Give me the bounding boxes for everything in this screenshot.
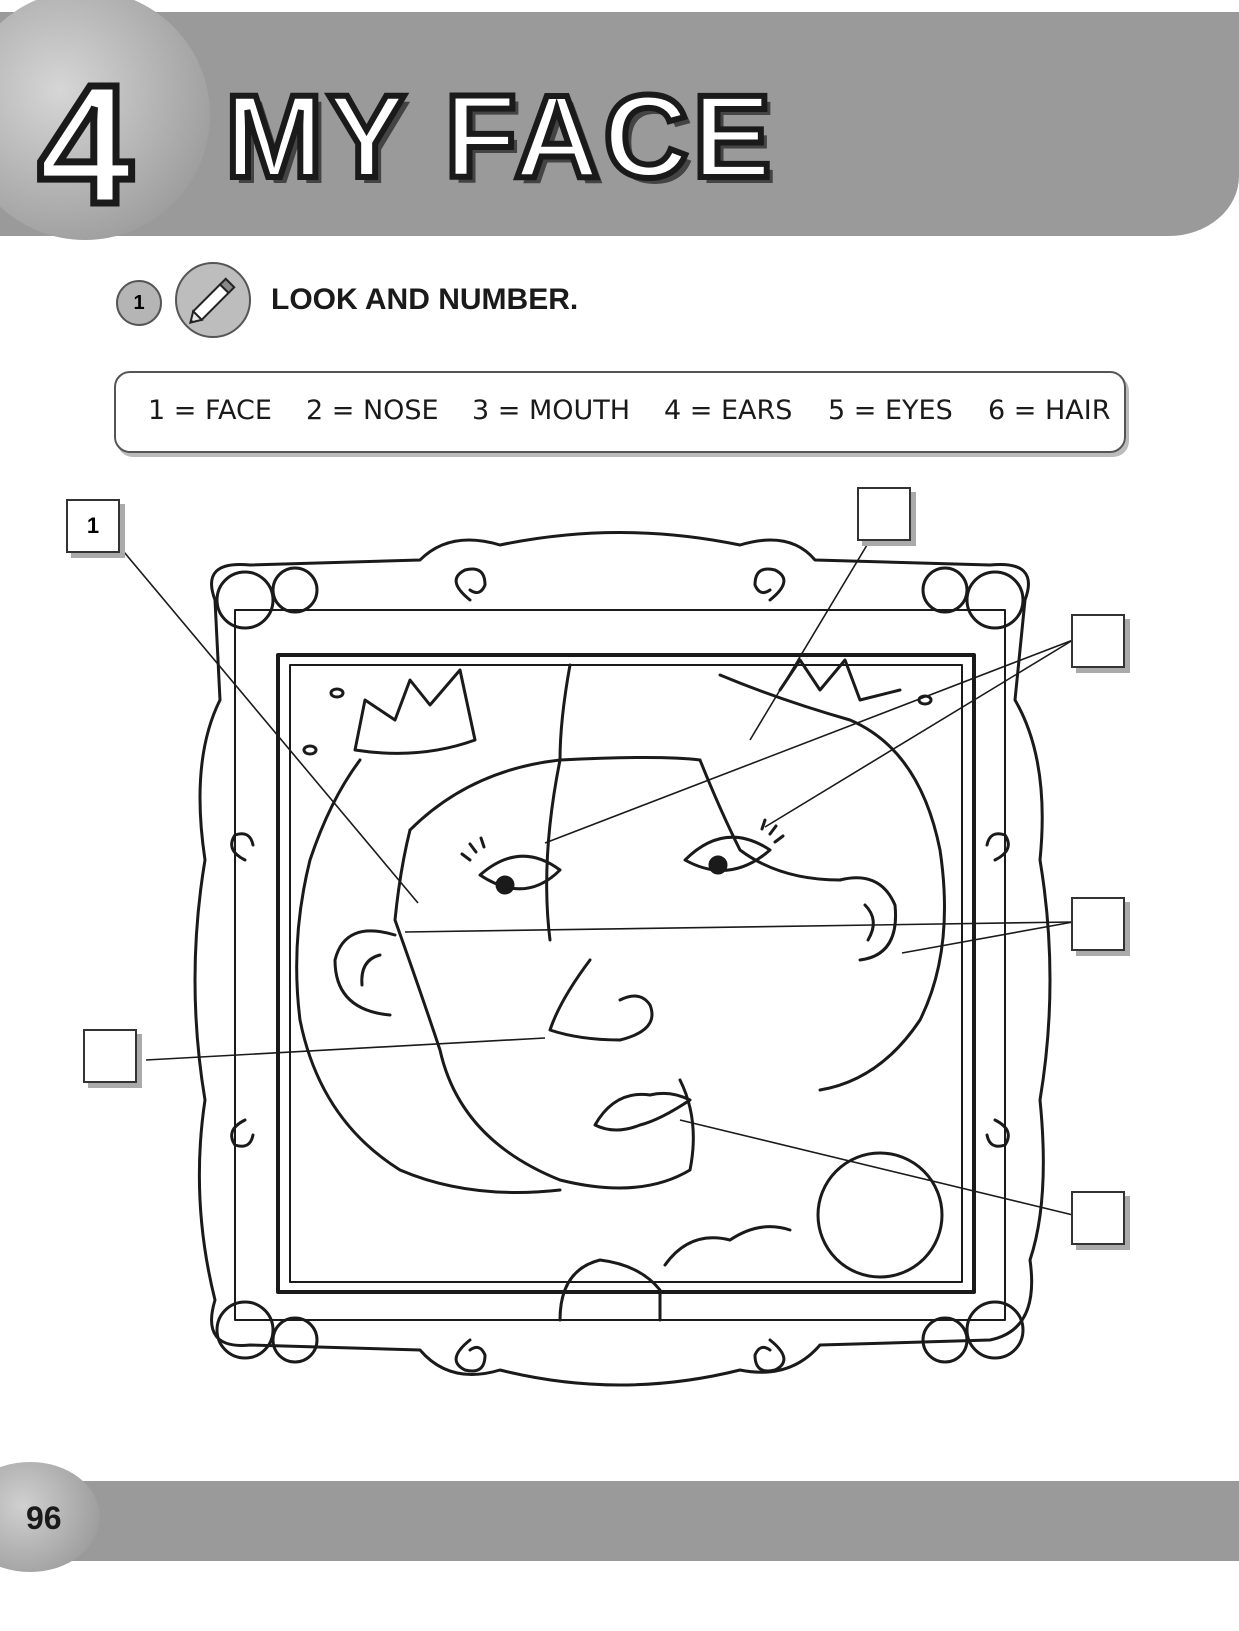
- answer-box-ears[interactable]: [1071, 897, 1125, 951]
- frame-inner-band: [234, 609, 1006, 1321]
- answer-box-eyes[interactable]: [1071, 614, 1125, 668]
- ear-left: [333, 929, 397, 1017]
- frame-outer: [193, 531, 1052, 1387]
- key-item: 5 = EYES: [828, 395, 953, 426]
- key-item: 6 = HAIR: [988, 395, 1111, 426]
- page-number: 96: [26, 1500, 62, 1536]
- pointer-line: [764, 639, 1074, 828]
- answer-box-nose[interactable]: [83, 1029, 137, 1083]
- pointer-line: [749, 539, 871, 741]
- unit-title: MY FACE: [222, 71, 776, 203]
- key-item: 2 = NOSE: [306, 395, 439, 426]
- unit-number-circle: [0, 0, 210, 240]
- hair: [295, 758, 562, 1194]
- corner-rose: [215, 570, 275, 630]
- answer-box-hair[interactable]: [857, 487, 911, 541]
- pointer-line: [145, 1037, 546, 1061]
- key-item: 4 = EARS: [664, 395, 793, 426]
- key-item: 1 = FACE: [148, 395, 272, 426]
- exercise-instruction: LOOK AND NUMBER.: [271, 283, 579, 316]
- eye-right: [683, 835, 772, 872]
- crown: [353, 668, 477, 755]
- pointer-line: [404, 921, 1074, 933]
- pencil-icon: [175, 262, 251, 338]
- exercise-number: 1: [116, 280, 162, 326]
- word-key-box: 1 = FACE 2 = NOSE 3 = MOUTH 4 = EARS 5 =…: [114, 371, 1126, 453]
- key-item: 3 = MOUTH: [472, 395, 631, 426]
- frame-picture-edge: [276, 653, 976, 1294]
- unit-number: 4: [35, 50, 136, 240]
- mouth: [593, 1091, 692, 1132]
- face-outline: [393, 828, 695, 1190]
- answer-box-mouth[interactable]: [1071, 1191, 1125, 1245]
- pointer-line: [679, 1119, 1074, 1216]
- ear-right: [838, 876, 898, 962]
- nose: [548, 958, 654, 1042]
- pointer-line: [544, 639, 1074, 844]
- pointer-line: [901, 921, 1074, 954]
- answer-box-face[interactable]: 1: [66, 499, 120, 553]
- pointer-line: [123, 551, 419, 904]
- footer-band: [0, 1481, 1239, 1561]
